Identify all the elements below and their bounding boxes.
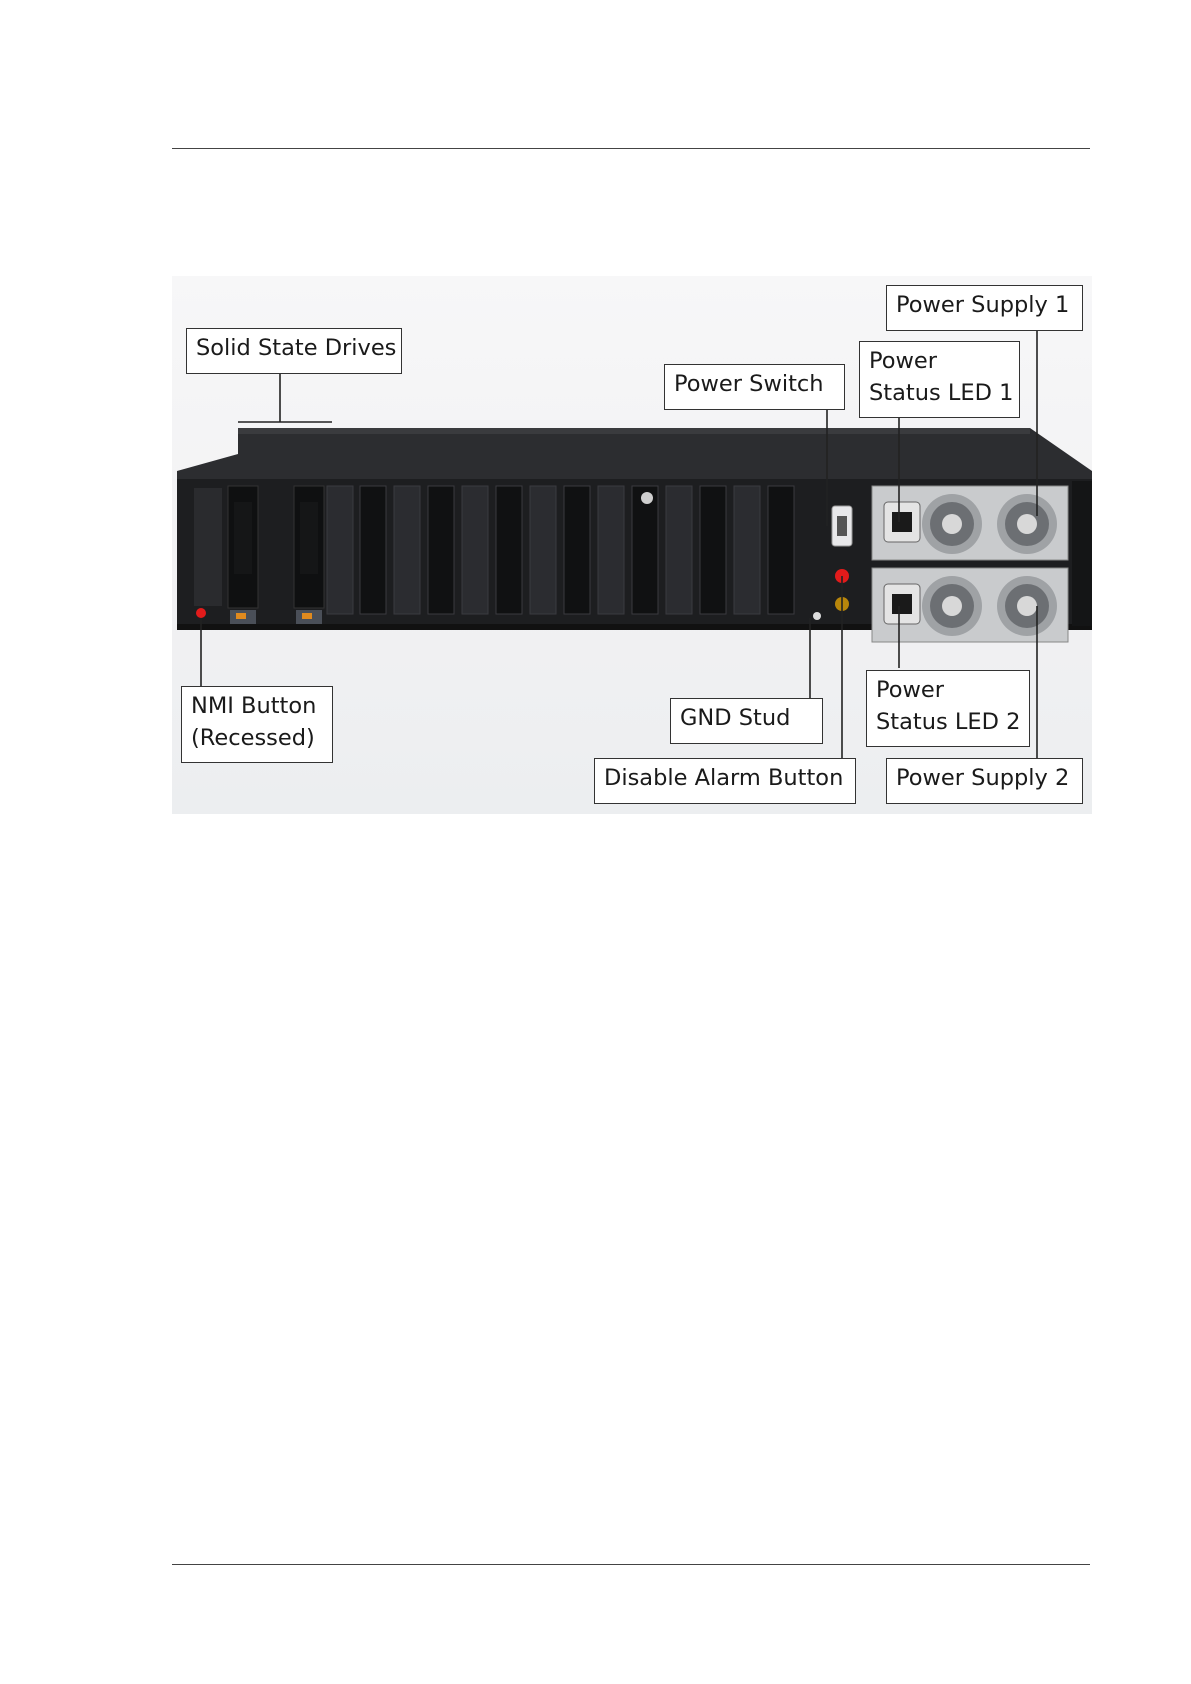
expansion-slot <box>564 486 590 614</box>
callout-power-supply-2: Power Supply 2 <box>886 758 1083 804</box>
gnd-stud-label: GND Stud <box>680 705 790 731</box>
ssd-bay-2 <box>294 486 324 624</box>
expansion-slot <box>530 486 556 614</box>
chassis-lid-edge <box>238 428 1030 434</box>
callout-nmi-button: NMI Button (Recessed) <box>181 686 333 763</box>
expansion-slot <box>632 486 658 614</box>
power-switch-rocker <box>837 516 847 536</box>
expansion-slot <box>768 486 794 614</box>
callout-solid-state-drives: Solid State Drives <box>186 328 402 374</box>
chassis-screw <box>641 492 653 504</box>
small-led <box>813 612 821 620</box>
solid-state-drives-label: Solid State Drives <box>196 335 396 361</box>
callout-power-supply-1: Power Supply 1 <box>886 285 1083 331</box>
expansion-slot <box>666 486 692 614</box>
ssd-bay-1 <box>228 486 258 624</box>
expansion-slot <box>462 486 488 614</box>
callout-gnd-stud: GND Stud <box>670 698 823 744</box>
header-rule <box>172 148 1090 149</box>
callout-power-switch: Power Switch <box>664 364 845 410</box>
nmi-button <box>196 608 206 618</box>
disable-alarm-button-label: Disable Alarm Button <box>604 765 843 791</box>
nmi-button-label-line1: NMI Button <box>191 690 323 722</box>
callout-power-status-led-2: Power Status LED 2 <box>866 670 1030 747</box>
footer-rule <box>172 1564 1090 1565</box>
expansion-slot <box>360 486 386 614</box>
power-status-led-1-label-line2: Status LED 1 <box>869 377 1010 409</box>
expansion-slot <box>428 486 454 614</box>
expansion-slot <box>496 486 522 614</box>
power-status-led-1-label-line1: Power <box>869 345 1010 377</box>
expansion-slot <box>734 486 760 614</box>
expansion-slot <box>598 486 624 614</box>
power-switch-label: Power Switch <box>674 371 824 397</box>
nmi-button-label-line2: (Recessed) <box>191 722 323 754</box>
power-supply-1-unit <box>872 486 1068 560</box>
power-supply-2-label: Power Supply 2 <box>896 765 1069 791</box>
expansion-slot <box>327 486 353 614</box>
rack-ear-right <box>1072 481 1092 626</box>
left-vent-grille <box>194 488 222 606</box>
expansion-slot <box>394 486 420 614</box>
power-supply-1-label: Power Supply 1 <box>896 292 1069 318</box>
callout-power-status-led-1: Power Status LED 1 <box>859 341 1020 418</box>
callout-disable-alarm-button: Disable Alarm Button <box>594 758 856 804</box>
power-supply-2-unit <box>872 568 1068 642</box>
power-status-led-2-label-line1: Power <box>876 674 1020 706</box>
power-status-led-2-label-line2: Status LED 2 <box>876 706 1020 738</box>
expansion-slot <box>700 486 726 614</box>
